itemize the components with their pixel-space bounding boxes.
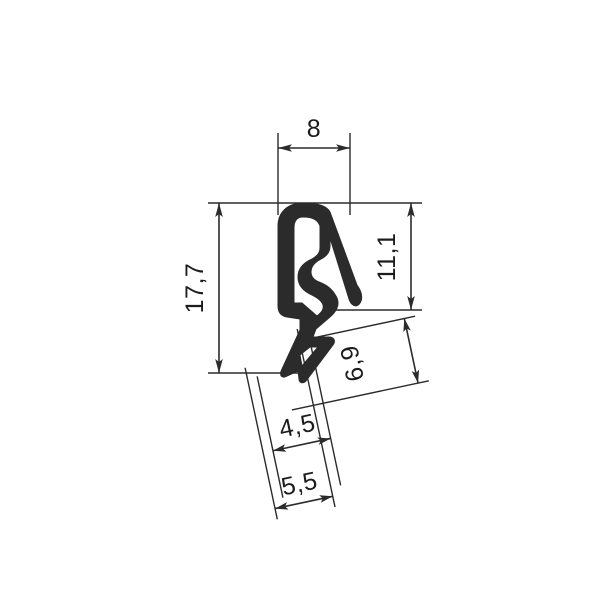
arrow-down-icon [411, 369, 420, 384]
ext-line-foot-inner-left [256, 376, 284, 498]
arrow-right-icon [336, 144, 350, 152]
dim-label-height-upper: 11,1 [373, 233, 401, 282]
dimension-width-top: 8 [278, 115, 350, 152]
arrow-left-icon [278, 144, 292, 152]
arrow-up-icon [407, 203, 415, 217]
ext-line-foot-right [296, 328, 336, 508]
profile-outline [277, 202, 363, 384]
dim-label-width-top: 8 [307, 115, 321, 143]
arrow-right-icon [317, 437, 331, 445]
arrow-left-icon [272, 444, 287, 452]
dimension-height-total: 17,7 [181, 203, 223, 373]
arrow-up-icon [403, 318, 411, 333]
arrow-left-icon [275, 502, 289, 510]
arrow-right-icon [319, 495, 333, 503]
seal-profile-section [277, 202, 363, 384]
ext-line-foot-bottom [291, 380, 429, 411]
dim-label-height-total: 17,7 [181, 263, 209, 314]
dimension-height-upper: 11,1 [373, 203, 415, 310]
tilted-dimension-frame: 6,9 4,5 5,5 [244, 315, 429, 520]
arrow-down-icon [215, 359, 223, 373]
ext-line-foot-outer-left [244, 367, 278, 520]
arrow-up-icon [215, 203, 223, 217]
arrow-down-icon [407, 296, 415, 310]
dim-line-foot-length [403, 318, 419, 384]
dim-label-foot-length: 6,9 [335, 343, 370, 384]
dimension-foot-length: 6,9 [335, 318, 420, 384]
dim-label-foot-width-outer: 5,5 [279, 466, 320, 501]
dim-label-foot-width-inner: 4,5 [277, 409, 318, 444]
